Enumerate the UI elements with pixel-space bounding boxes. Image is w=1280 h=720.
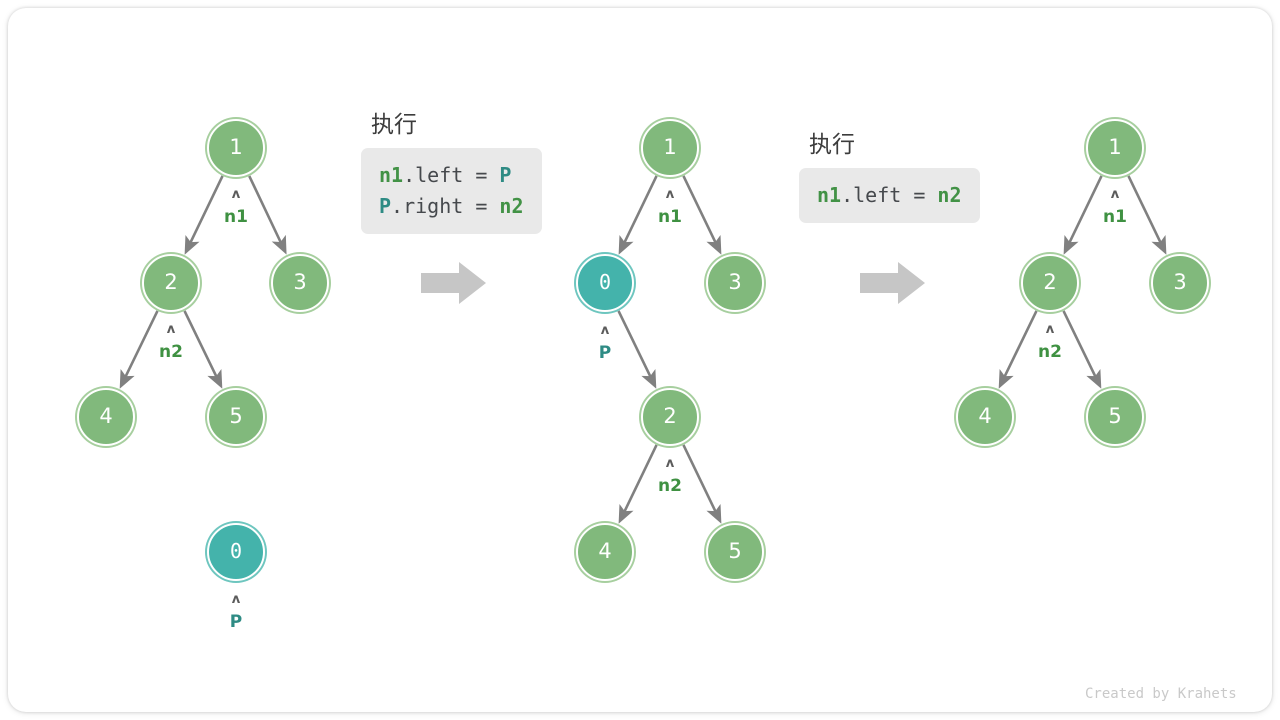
tree-node-1: 1 (641, 119, 699, 177)
pointer-label-n2: ʌ n2 (141, 323, 201, 361)
tree-node-value: 2 (1043, 270, 1057, 294)
caret-up-icon: ʌ (231, 592, 241, 607)
heading-execute-left: 执行 (371, 112, 417, 138)
caret-up-icon: ʌ (1110, 187, 1120, 202)
code-block-right: n1.left = n2 (799, 168, 980, 223)
pointer-name: n2 (658, 476, 682, 496)
tree-node-value: 2 (164, 270, 178, 294)
tree-node-value: 0 (229, 539, 243, 563)
code-token: .left = (403, 163, 500, 187)
code-line: P.right = n2 (379, 191, 524, 222)
tree-node-3: 3 (1151, 254, 1209, 312)
tree-node-value: 5 (728, 539, 742, 563)
tree-node-value: 5 (1108, 404, 1122, 428)
right-arrow-2-icon (860, 260, 926, 306)
code-token: n2 (937, 183, 962, 207)
tree-node-value: 1 (229, 135, 243, 159)
pointer-name: n1 (1103, 207, 1127, 227)
tree-node-3: 3 (706, 254, 764, 312)
tree-node-1: 1 (1086, 119, 1144, 177)
tree-node-0: 0 (576, 254, 634, 312)
right-arrow-1-icon (421, 260, 487, 306)
caret-up-icon: ʌ (600, 323, 610, 338)
tree-node-4: 4 (956, 388, 1014, 446)
code-line: n1.left = n2 (817, 180, 962, 211)
tree-node-2: 2 (142, 254, 200, 312)
code-line: n1.left = P (379, 160, 524, 191)
tree-node-value: 4 (99, 404, 113, 428)
tree-node-value: 1 (663, 135, 677, 159)
pointer-label-n1: ʌ n1 (1085, 188, 1145, 226)
pointer-name: n1 (224, 207, 248, 227)
caret-up-icon: ʌ (231, 187, 241, 202)
pointer-label-n1: ʌ n1 (206, 188, 266, 226)
caret-up-icon: ʌ (166, 322, 176, 337)
tree-node-5: 5 (706, 523, 764, 581)
code-token: .left = (841, 183, 938, 207)
tree-node-5: 5 (207, 388, 265, 446)
caret-up-icon: ʌ (1045, 322, 1055, 337)
tree-node-value: 1 (1108, 135, 1122, 159)
tree-node-2: 2 (641, 388, 699, 446)
pointer-name: P (229, 612, 243, 632)
code-token: P (499, 163, 512, 187)
tree-node-4: 4 (576, 523, 634, 581)
tree-node-value: 5 (229, 404, 243, 428)
tree-node-4: 4 (77, 388, 135, 446)
pointer-name: n2 (1038, 342, 1062, 362)
tree-node-value: 3 (728, 270, 742, 294)
tree-node-value: 0 (598, 270, 612, 294)
tree-node-1: 1 (207, 119, 265, 177)
pointer-name: P (598, 343, 612, 363)
code-token: n1 (379, 163, 404, 187)
tree-node-value: 2 (663, 404, 677, 428)
tree-node-5: 5 (1086, 388, 1144, 446)
tree-node-value: 4 (978, 404, 992, 428)
caret-up-icon: ʌ (665, 456, 675, 471)
tree-node-value: 3 (1173, 270, 1187, 294)
tree-node-value: 4 (598, 539, 612, 563)
code-token: n2 (499, 194, 524, 218)
credit-text: Created by Krahets (1085, 686, 1237, 702)
code-token: P (379, 194, 392, 218)
pointer-label-n2: ʌ n2 (640, 457, 700, 495)
code-token: n1 (817, 183, 842, 207)
tree-node-0: 0 (207, 523, 265, 581)
tree-node-3: 3 (271, 254, 329, 312)
pointer-name: n2 (159, 342, 183, 362)
code-token: .right = (391, 194, 500, 218)
caret-up-icon: ʌ (665, 187, 675, 202)
tree-node-2: 2 (1021, 254, 1079, 312)
pointer-name: n1 (658, 207, 682, 227)
pointer-label-n1: ʌ n1 (640, 188, 700, 226)
pointer-label-n2: ʌ n2 (1020, 323, 1080, 361)
heading-execute-right: 执行 (809, 132, 855, 158)
tree-node-value: 3 (293, 270, 307, 294)
